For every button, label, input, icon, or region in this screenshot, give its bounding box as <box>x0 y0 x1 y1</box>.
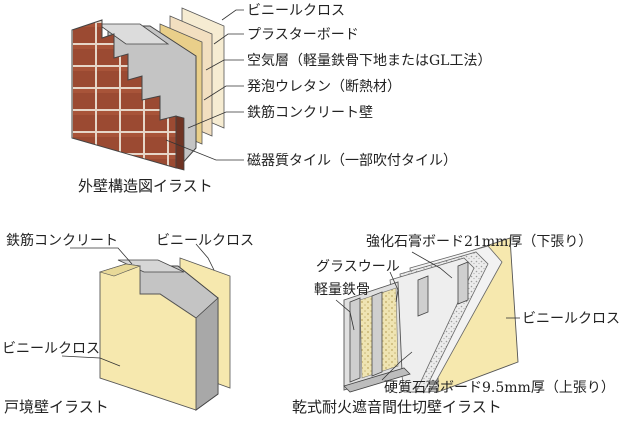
caption-partition-wall: 乾式耐火遮音間仕切壁イラスト <box>292 398 502 416</box>
part-stud-2 <box>371 291 383 377</box>
label-part-reinforced-gypsum: 強化石膏ボード21mm厚（下張り） <box>366 233 592 250</box>
leader-ext-air <box>205 59 244 71</box>
leader-ext-foam <box>203 85 244 101</box>
leader-ext-vinyl <box>221 9 244 21</box>
label-ext-tile: 磁器質タイル（一部吹付タイル） <box>247 153 457 169</box>
exterior-wall-figure <box>71 7 225 171</box>
partition-leaders <box>335 251 520 381</box>
bnd-vinyl-top <box>98 263 142 277</box>
part-stud-1 <box>349 297 361 383</box>
leader-part-reinforced <box>411 251 453 279</box>
label-part-hard-gypsum: 硬質石膏ボード9.5mm厚（上張り） <box>384 379 615 396</box>
label-bnd-vinyl-left: ビニールクロス <box>2 341 100 357</box>
ext-concrete-top <box>96 23 170 45</box>
label-bnd-rc: 鉄筋コンクリート <box>6 232 118 249</box>
exterior-leaders <box>165 9 244 161</box>
leader-ext-rc <box>187 111 244 129</box>
ext-tile-side <box>175 115 185 171</box>
part-stud-4 <box>457 261 469 305</box>
part-stud-3 <box>417 275 429 317</box>
label-part-glass-wool: グラスウール <box>316 259 400 275</box>
label-ext-rc-wall: 鉄筋コンクリート壁 <box>247 104 373 121</box>
leader-ext-plaster <box>213 33 244 45</box>
leader-part-wool <box>389 271 399 303</box>
leader-bnd-vinyl-left <box>61 355 121 367</box>
label-ext-plaster-board: プラスターボード <box>247 27 359 43</box>
leader-bnd-vinyl-top <box>195 243 215 271</box>
label-ext-air-layer: 空気層（軽量鉄骨下地またはGL工法） <box>247 53 491 69</box>
boundary-leaders <box>61 243 215 367</box>
bnd-concrete-side <box>195 297 219 411</box>
label-ext-urethane: 発泡ウレタン（断熱材） <box>247 79 401 95</box>
boundary-wall-figure <box>98 257 231 411</box>
leader-ext-tile <box>165 139 244 161</box>
leader-part-hard <box>381 351 413 381</box>
part-track-bottom <box>343 367 411 393</box>
caption-exterior-wall: 外壁構造図イラスト <box>78 177 213 195</box>
label-part-vinyl-cloth: ビニールクロス <box>522 311 620 327</box>
label-part-light-steel: 軽量鉄骨 <box>314 282 370 298</box>
leader-part-steel <box>335 299 355 331</box>
leader-bnd-rc <box>70 247 133 265</box>
caption-boundary-wall: 戸境壁イラスト <box>4 398 109 416</box>
label-ext-vinyl-cloth: ビニールクロス <box>247 3 345 19</box>
label-bnd-vinyl-top: ビニールクロス <box>156 233 254 249</box>
partition-wall-figure <box>343 237 519 393</box>
